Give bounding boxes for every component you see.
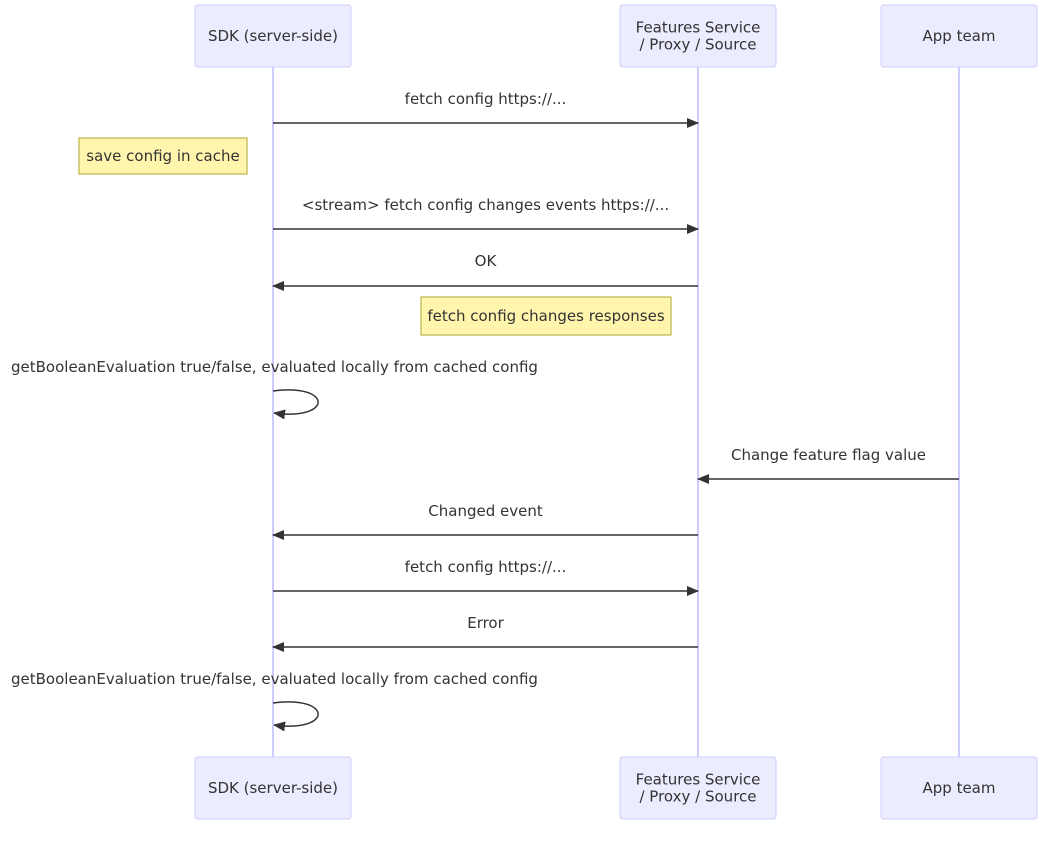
message-label: Error <box>467 614 504 632</box>
message: fetch config https://... <box>273 90 699 128</box>
note-box <box>420 296 672 336</box>
participant-bottom-features: Features Service/ Proxy / Source <box>619 756 777 820</box>
message: OK <box>272 252 698 291</box>
participant-label: Features Service <box>636 771 761 789</box>
participant-label: SDK (server-side) <box>208 27 338 45</box>
participant-label: Features Service <box>636 19 761 37</box>
message-label: getBooleanEvaluation true/false, evaluat… <box>11 670 538 688</box>
message-label: Changed event <box>428 502 543 520</box>
message-label: fetch config https://... <box>405 90 567 108</box>
message-label: Change feature flag value <box>731 446 926 464</box>
note: save config in cache <box>78 137 248 175</box>
message: Error <box>272 614 698 652</box>
message-label: getBooleanEvaluation true/false, evaluat… <box>11 358 538 376</box>
message: Changed event <box>272 502 698 540</box>
message: getBooleanEvaluation true/false, evaluat… <box>11 358 538 420</box>
message-label: <stream> fetch config changes events htt… <box>302 196 669 214</box>
message: getBooleanEvaluation true/false, evaluat… <box>11 670 538 732</box>
participant-box <box>880 4 1038 68</box>
participant-box <box>619 4 777 68</box>
participant-box <box>194 4 352 68</box>
participant-box <box>194 756 352 820</box>
participant-bottom-app: App team <box>880 756 1038 820</box>
message-label: fetch config https://... <box>405 558 567 576</box>
participant-label: App team <box>923 27 996 45</box>
message-label: OK <box>475 252 498 270</box>
participant-top-features: Features Service/ Proxy / Source <box>619 4 777 68</box>
note: fetch config changes responses <box>420 296 672 336</box>
note-box <box>78 137 248 175</box>
self-message-arrow <box>272 701 319 732</box>
participant-label: / Proxy / Source <box>639 788 756 806</box>
participant-top-sdk: SDK (server-side) <box>194 4 352 68</box>
note-text: save config in cache <box>86 147 239 165</box>
participant-label: / Proxy / Source <box>639 36 756 54</box>
participant-top-app: App team <box>880 4 1038 68</box>
note-text: fetch config changes responses <box>427 307 664 325</box>
participant-box <box>619 756 777 820</box>
participant-bottom-sdk: SDK (server-side) <box>194 756 352 820</box>
participant-label: App team <box>923 779 996 797</box>
message: fetch config https://... <box>273 558 699 596</box>
message: Change feature flag value <box>697 446 959 484</box>
self-message-arrow <box>272 389 319 420</box>
participant-box <box>880 756 1038 820</box>
participant-label: SDK (server-side) <box>208 779 338 797</box>
message: <stream> fetch config changes events htt… <box>273 196 699 234</box>
